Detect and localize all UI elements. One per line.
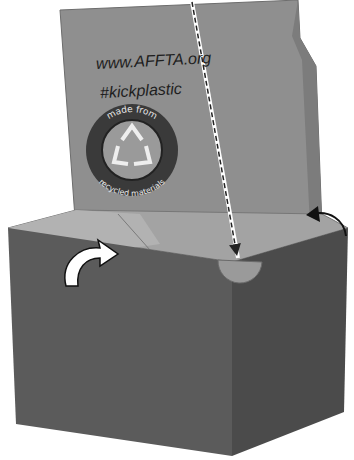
insert-arrow [192,2,236,250]
arrow-head [306,206,320,222]
recycle-symbol [114,126,150,164]
lid-panel [60,0,322,232]
crease [118,214,150,250]
front-face [8,228,232,456]
arrow-halo [192,2,238,258]
logo-center [102,120,162,180]
lid-side [292,0,322,226]
thumb-notch [218,260,262,283]
logo-text: recycled materials [97,177,167,198]
logo-text: made from [105,104,159,121]
fold-arrow [65,240,118,286]
